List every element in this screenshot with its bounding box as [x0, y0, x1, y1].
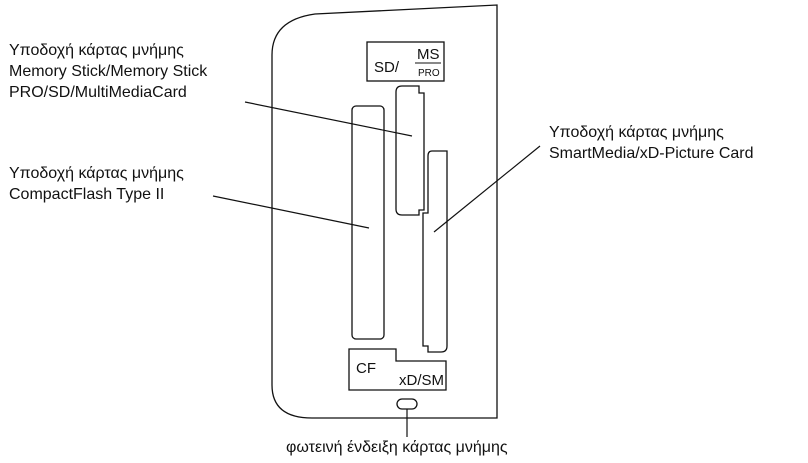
panel-outline — [271, 4, 498, 419]
sm-xd-label: Υποδοχή κάρτας μνήμης SmartMedia/xD-Pict… — [549, 122, 754, 164]
card-led — [396, 398, 418, 410]
ms-sd-label-line1: Υποδοχή κάρτας μνήμης — [9, 42, 184, 59]
xdsm-mark: xD/SM — [399, 372, 444, 389]
pro-mark: PRO — [418, 68, 440, 79]
sm-xd-label-line2: SmartMedia/xD-Picture Card — [549, 145, 754, 162]
led-label: φωτεινή ένδειξη κάρτας μνήμης — [286, 439, 508, 456]
ms-sd-slot — [395, 85, 425, 216]
cf-label: Υποδοχή κάρτας μνήμης CompactFlash Type … — [9, 163, 184, 205]
cf-label-line1: Υποδοχή κάρτας μνήμης — [9, 165, 184, 182]
cf-xdsm-badge — [348, 348, 447, 391]
cf-mark: CF — [356, 360, 376, 377]
ms-sd-label-line3: PRO/SD/MultiMediaCard — [9, 84, 187, 101]
leader-cf — [212, 195, 370, 229]
leader-sm-xd — [433, 145, 541, 233]
ms-sd-label-line2: Memory Stick/Memory Stick — [9, 63, 208, 80]
sm-xd-label-line1: Υποδοχή κάρτας μνήμης — [549, 124, 724, 141]
sd-mark: SD/ — [374, 59, 400, 76]
compactflash-slot — [351, 105, 385, 340]
sd-ms-badge — [366, 41, 445, 82]
sm-xd-slot — [422, 150, 448, 353]
cf-label-line2: CompactFlash Type II — [9, 186, 165, 203]
ms-sd-label: Υποδοχή κάρτας μνήμης Memory Stick/Memor… — [9, 40, 207, 103]
leader-ms-sd — [244, 101, 413, 137]
ms-mark: MS — [417, 46, 440, 63]
